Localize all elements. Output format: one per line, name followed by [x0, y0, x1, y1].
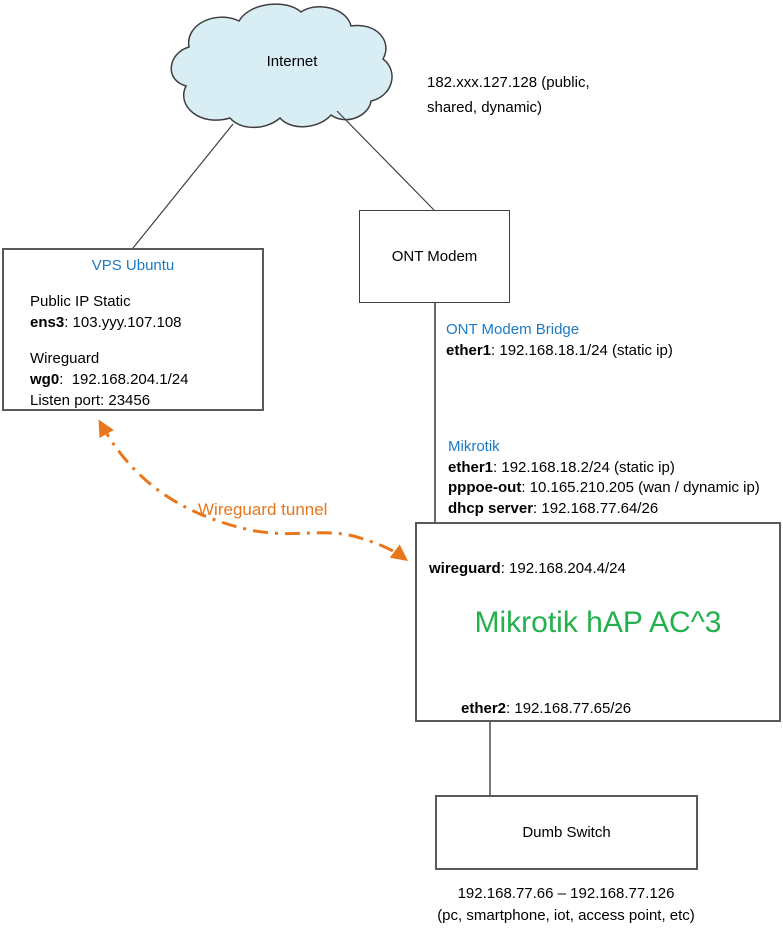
spacer	[30, 333, 262, 348]
link-cloud-ont	[336, 110, 435, 211]
mikrotik-dhcp-line: dhcp server: 192.168.77.64/26	[448, 499, 659, 517]
vps-wireguard-heading: Wireguard	[30, 350, 100, 367]
public-ip-note-line1: 182.xxx.127.128 (public,	[427, 74, 590, 91]
ont-bridge-title: ONT Modem Bridge	[446, 321, 580, 338]
vps-ubuntu-box: VPS Ubuntu Public IP Static ens3: 103.yy…	[2, 248, 264, 411]
mikrotik-ether1-line: ether1: 192.168.18.2/24 (static ip)	[448, 458, 675, 476]
vps-public-ip-heading: Public IP Static	[30, 293, 131, 310]
vps-wg0-line: wg0: 192.168.204.1/24	[30, 371, 189, 388]
dumb-switch-label: Dumb Switch	[522, 824, 611, 841]
internet-cloud-shape	[170, 3, 393, 129]
lan-range-note: 192.168.77.66 – 192.168.77.126 (pc, smar…	[416, 883, 716, 927]
ont-modem-label: ONT Modem	[391, 248, 478, 265]
mikrotik-ports-title: Mikrotik	[448, 438, 500, 455]
lan-range-line2: (pc, smartphone, iot, access point, etc)	[437, 907, 695, 924]
lan-range-line1: 192.168.77.66 – 192.168.77.126	[457, 885, 675, 902]
router-ether2-line: ether2: 192.168.77.65/26	[461, 700, 632, 717]
vps-title: VPS Ubuntu	[91, 257, 175, 274]
wireguard-tunnel-curve	[98, 419, 408, 561]
mikrotik-ports-block: Mikrotik ether1: 192.168.18.2/24 (static…	[448, 437, 760, 519]
vps-listen-port-line: Listen port: 23456	[30, 392, 151, 409]
link-cloud-vps	[132, 123, 234, 249]
internet-label: Internet	[266, 53, 318, 70]
dumb-switch-box: Dumb Switch	[435, 795, 698, 870]
vps-ens3-line: ens3: 103.yyy.107.108	[30, 314, 182, 331]
ont-bridge-block: ONT Modem Bridge ether1: 192.168.18.1/24…	[446, 319, 673, 361]
router-title: Mikrotik hAP AC^3	[474, 606, 722, 639]
mikrotik-router-box: wireguard: 192.168.204.4/24 Mikrotik hAP…	[415, 522, 781, 722]
public-ip-note: 182.xxx.127.128 (public, shared, dynamic…	[427, 70, 590, 120]
router-wireguard-line: wireguard: 192.168.204.4/24	[429, 560, 626, 577]
wireguard-tunnel-label: Wireguard tunnel	[198, 500, 328, 519]
ont-modem-box: ONT Modem	[359, 210, 510, 303]
mikrotik-pppoe-line: pppoe-out: 10.165.210.205 (wan / dynamic…	[448, 479, 760, 496]
ont-bridge-ether1-line: ether1: 192.168.18.1/24 (static ip)	[446, 342, 673, 359]
public-ip-note-line2: shared, dynamic)	[427, 99, 543, 116]
vps-details: Public IP Static ens3: 103.yyy.107.108 W…	[30, 291, 262, 411]
